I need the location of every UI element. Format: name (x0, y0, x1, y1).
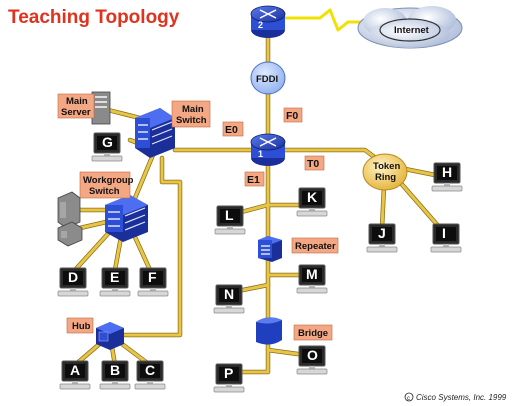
bridge-text: Bridge (298, 328, 328, 339)
host-i-label: I (442, 225, 446, 241)
host-f[interactable]: F (137, 267, 169, 297)
host-o-label: O (307, 347, 318, 363)
host-m-label: M (306, 266, 318, 282)
bridge-label: Bridge (293, 324, 333, 341)
workgroup-switch-label: Workgroup Switch (79, 171, 134, 199)
internet-label: Internet (394, 25, 430, 36)
f0-text: F0 (286, 110, 298, 122)
main-switch[interactable] (135, 108, 175, 158)
token-ring-label-line1: Token (373, 161, 400, 172)
host-a[interactable]: A (59, 360, 91, 390)
workgroup-server-2[interactable] (57, 221, 83, 247)
main-server[interactable] (91, 91, 111, 125)
host-c[interactable]: C (134, 360, 166, 390)
page-title: Teaching Topology (8, 7, 180, 28)
host-h[interactable]: H (431, 162, 463, 192)
host-a-label: A (70, 362, 80, 378)
host-d-label: D (68, 269, 78, 285)
workgroup-switch-label-line2: Switch (89, 186, 120, 197)
host-n-label: N (224, 286, 234, 302)
router-2-number: 2 (258, 20, 263, 30)
workgroup-switch-label-line1: Workgroup (83, 175, 134, 186)
host-j-label: J (378, 225, 386, 241)
host-i[interactable]: I (430, 223, 462, 253)
host-b-label: B (110, 362, 120, 378)
main-server-label-line1: Main (66, 96, 88, 107)
copyright: c Cisco Systems, Inc. 1999 (404, 392, 507, 402)
host-e[interactable]: E (99, 267, 131, 297)
token-ring: Token Ring (362, 153, 408, 191)
main-server-label-line2: Server (61, 107, 91, 118)
host-b[interactable]: B (99, 360, 131, 390)
host-p-label: P (224, 365, 233, 381)
hub-label: Hub (66, 317, 94, 334)
repeater[interactable] (258, 236, 282, 262)
fddi-ring: FDDI (250, 61, 286, 95)
host-d[interactable]: D (57, 267, 89, 297)
host-l[interactable]: L (214, 205, 246, 235)
copyright-text: Cisco Systems, Inc. 1999 (416, 393, 507, 402)
main-switch-label-line1: Main (182, 104, 204, 115)
host-p[interactable]: P (213, 363, 245, 393)
main-switch-label: Main Switch (171, 100, 211, 128)
e0-text: E0 (225, 124, 238, 136)
token-ring-label-line2: Ring (375, 172, 396, 183)
t0-text: T0 (307, 158, 319, 170)
host-k[interactable]: K (296, 187, 328, 217)
repeater-label: Repeater (291, 237, 339, 254)
internet-cloud: Internet (357, 6, 463, 49)
e1-interface-label: E1 (244, 171, 265, 187)
host-e-label: E (110, 269, 119, 285)
router-1[interactable]: 1 (250, 133, 286, 166)
wan-link (285, 8, 375, 32)
svg-text:c: c (407, 396, 410, 402)
host-m[interactable]: M (296, 264, 328, 294)
fddi-label: FDDI (256, 74, 278, 85)
host-g-label: G (102, 134, 113, 150)
main-server-label: Main Server (57, 93, 95, 119)
e1-text: E1 (247, 174, 260, 186)
e0-interface-label: E0 (222, 121, 244, 137)
host-o[interactable]: O (296, 345, 328, 375)
host-f-label: F (148, 269, 157, 285)
hub[interactable] (96, 322, 124, 350)
host-l-label: L (225, 207, 234, 223)
host-n[interactable]: N (213, 284, 245, 314)
host-g[interactable]: G (91, 132, 123, 162)
host-h-label: H (442, 164, 452, 180)
workgroup-server-1[interactable] (57, 191, 81, 229)
router-1-number: 1 (258, 149, 263, 159)
repeater-text: Repeater (295, 241, 336, 252)
host-k-label: K (307, 189, 317, 205)
bridge[interactable] (256, 317, 282, 345)
router-2[interactable]: 2 (250, 5, 286, 38)
host-j[interactable]: J (366, 223, 398, 253)
main-switch-label-line2: Switch (176, 115, 207, 126)
t0-interface-label: T0 (304, 155, 325, 171)
f0-interface-label: F0 (283, 107, 303, 123)
workgroup-switch[interactable] (105, 195, 148, 242)
hub-text: Hub (72, 321, 91, 332)
host-c-label: C (145, 362, 155, 378)
